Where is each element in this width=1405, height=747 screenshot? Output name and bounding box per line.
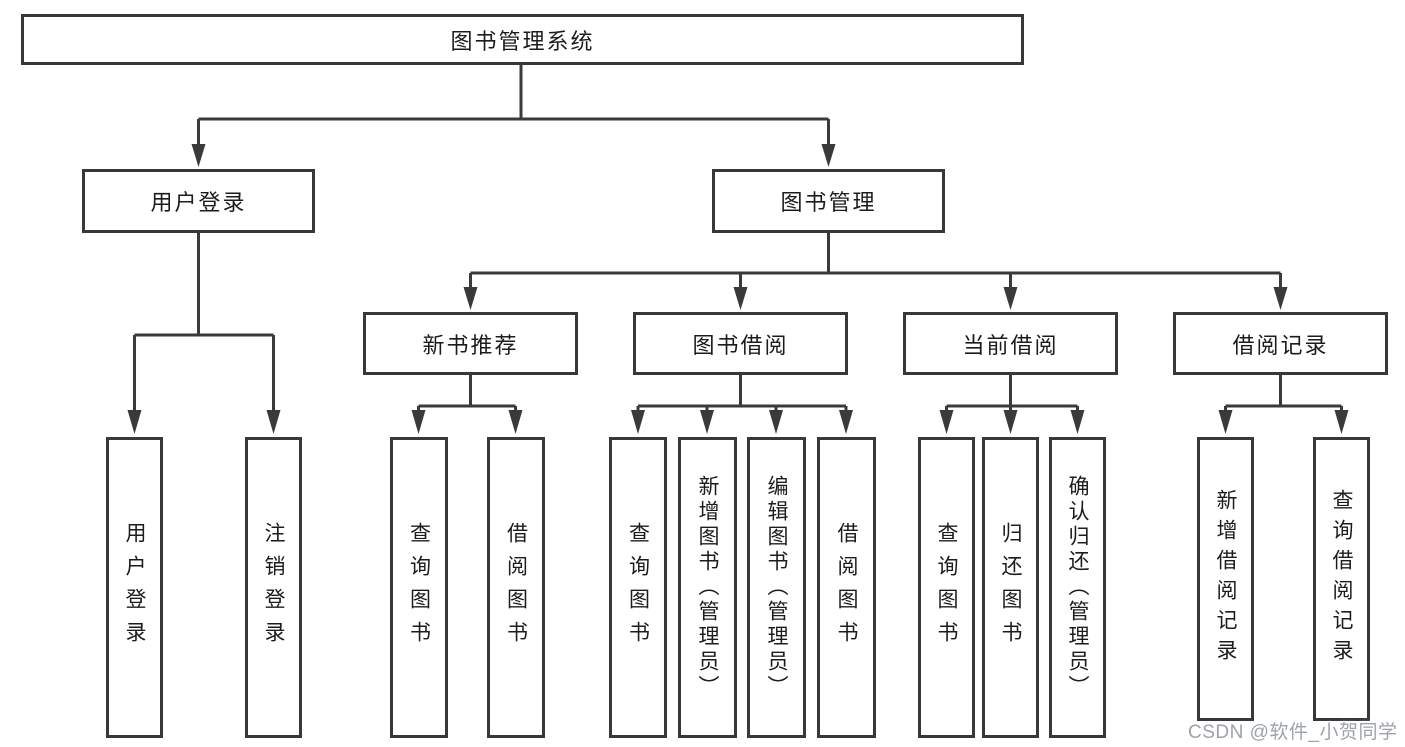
root-node-library-management-system: 图书管理系统 [21, 14, 1024, 65]
watermark: CSDN @软件_小贺同学 [1188, 722, 1398, 743]
arrow-down-icon [769, 410, 783, 434]
leaf-label: 注销登录 [262, 521, 285, 654]
leaf-label: 借阅图书 [504, 521, 528, 654]
leaf-label: 查询图书 [407, 521, 431, 654]
leaf-node-user-login: 用户登录 [106, 437, 163, 738]
leaf-label: 确认归还（管理员） [1066, 475, 1089, 700]
node-borrow-record: 借阅记录 [1173, 312, 1388, 375]
leaf-node-confirm-return-admin: 确认归还（管理员） [1049, 437, 1106, 738]
connector-book-management-to-level3 [463, 233, 1288, 310]
leaf-node-borrow-books-recommend: 借阅图书 [487, 437, 545, 738]
arrow-down-icon [127, 410, 142, 434]
leaf-label: 用户登录 [123, 521, 146, 654]
arrow-down-icon [1218, 410, 1233, 434]
arrow-down-icon [700, 410, 714, 434]
node-label: 图书借阅 [692, 332, 789, 358]
leaf-node-add-borrow-record: 新增借阅记录 [1197, 437, 1254, 721]
leaf-node-borrow-books: 借阅图书 [817, 437, 876, 738]
arrow-down-icon [1003, 287, 1018, 310]
arrow-down-icon [839, 410, 853, 434]
leaf-label: 归还图书 [999, 521, 1022, 654]
arrow-down-icon [1334, 410, 1349, 434]
arrow-down-icon [1070, 410, 1085, 434]
node-label: 新书推荐 [422, 332, 519, 358]
leaf-node-edit-books-admin: 编辑图书（管理员） [747, 437, 806, 738]
connector-book-borrow-to-leaves [631, 375, 853, 434]
node-label: 图书管理 [780, 190, 877, 215]
leaf-node-query-books-current: 查询图书 [918, 437, 975, 738]
leaf-label: 查询图书 [935, 521, 958, 654]
leaf-node-query-books-recommend: 查询图书 [390, 437, 448, 738]
arrow-down-icon [463, 287, 478, 310]
arrow-down-icon [266, 410, 281, 434]
arrow-down-icon [1273, 287, 1288, 310]
leaf-label: 新增借阅记录 [1214, 489, 1237, 669]
arrow-down-icon [411, 410, 426, 434]
node-user-login-module: 用户登录 [82, 169, 315, 233]
leaf-label: 查询借阅记录 [1330, 489, 1353, 669]
arrow-down-icon [733, 287, 748, 310]
leaf-node-query-borrow-record: 查询借阅记录 [1313, 437, 1370, 721]
node-new-book-recommend: 新书推荐 [363, 312, 578, 375]
leaf-label: 新增图书（管理员） [696, 475, 719, 700]
node-label: 当前借阅 [962, 332, 1059, 358]
connector-root-to-level2 [191, 65, 836, 167]
leaf-node-return-books: 归还图书 [982, 437, 1039, 738]
node-label: 用户登录 [150, 190, 247, 215]
leaf-label: 查询图书 [626, 521, 650, 654]
node-label: 借阅记录 [1232, 332, 1329, 358]
leaf-label: 借阅图书 [835, 521, 858, 654]
arrow-down-icon [939, 410, 954, 434]
connector-current-borrow-to-leaves [939, 375, 1085, 434]
node-book-management-module: 图书管理 [712, 169, 945, 233]
leaf-node-add-books-admin: 新增图书（管理员） [678, 437, 737, 738]
connector-new-book-recommend-to-leaves [411, 375, 523, 434]
arrow-down-icon [821, 144, 836, 167]
leaf-node-logout: 注销登录 [245, 437, 302, 738]
root-node-label: 图书管理系统 [450, 28, 595, 54]
node-current-borrow: 当前借阅 [903, 312, 1118, 375]
connector-borrow-record-to-leaves [1218, 375, 1349, 434]
leaf-label: 编辑图书（管理员） [765, 475, 788, 700]
arrow-down-icon [631, 410, 645, 434]
leaf-node-query-books-borrow: 查询图书 [609, 437, 667, 738]
connector-user-login-to-leaves [127, 233, 281, 434]
arrow-down-icon [191, 144, 206, 167]
node-book-borrow: 图书借阅 [633, 312, 848, 375]
arrow-down-icon [508, 410, 523, 434]
arrow-down-icon [1003, 410, 1018, 434]
